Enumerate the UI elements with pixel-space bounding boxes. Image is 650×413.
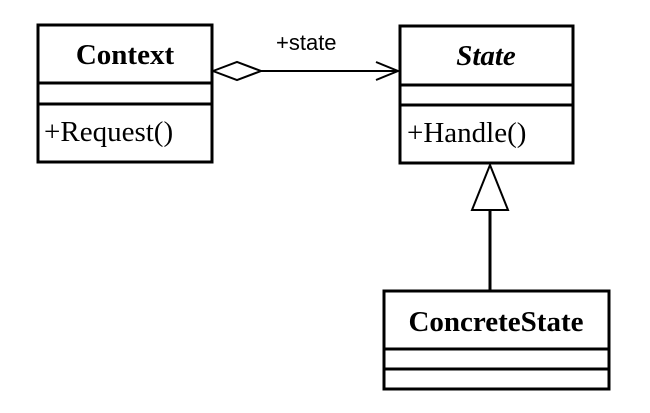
generalization-triangle: [470, 162, 510, 211]
class-state: State +Handle(): [398, 24, 575, 165]
class-context-box: [36, 23, 214, 164]
class-state-box: [398, 24, 575, 165]
generalization-concrete-state-state: [470, 162, 510, 291]
class-context-name: Context: [76, 39, 175, 71]
aggregation-diamond: [210, 60, 264, 82]
class-state-name: State: [456, 40, 516, 72]
class-concrete-state: ConcreteState: [382, 289, 611, 391]
class-concrete-state-box: [382, 289, 611, 391]
class-concrete-state-name: ConcreteState: [408, 306, 583, 338]
association-context-state: +state: [210, 30, 401, 82]
navigation-arrowhead: [375, 61, 401, 81]
class-state-operation: +Handle(): [407, 117, 526, 149]
association-label: +state: [276, 30, 337, 55]
class-context-operation: +Request(): [44, 116, 173, 148]
class-context: Context +Request(): [36, 23, 214, 164]
